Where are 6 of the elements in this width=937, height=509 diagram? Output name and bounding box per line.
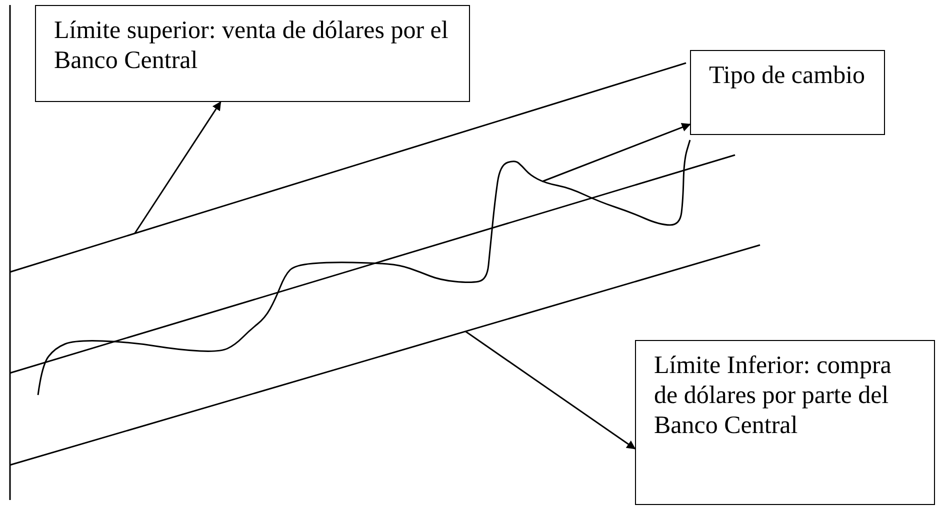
leader-arrow [542,123,691,182]
callout-box: Límite Inferior: compra de dólares por parte del Banco Central [635,340,935,505]
callout-box: Límite superior: venta de dólares por el Banco Central [35,5,470,102]
leader-arrow [465,330,636,450]
leader-arrow [134,101,222,234]
callout-box: Tipo de cambio [690,50,885,135]
